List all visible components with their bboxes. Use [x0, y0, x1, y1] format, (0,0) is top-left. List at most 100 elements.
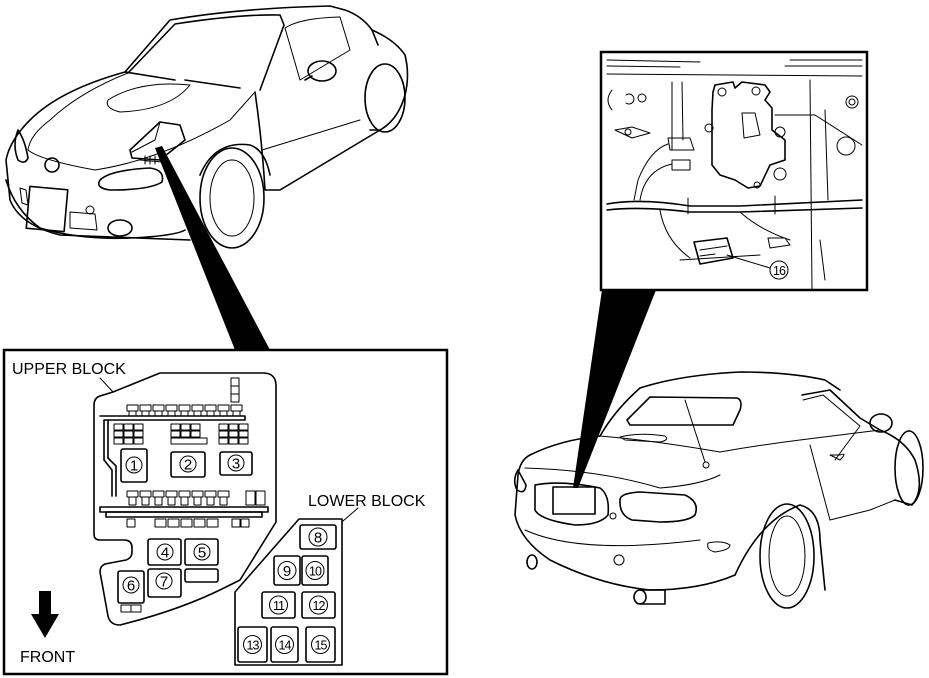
fuse-1: 1: [120, 448, 148, 483]
upper-block-label: UPPER BLOCK: [12, 361, 126, 378]
fuse-14: 14: [270, 626, 299, 663]
callout-1: 1: [130, 458, 138, 475]
lower-block-outline: [234, 518, 343, 666]
mini-fuse: [219, 496, 228, 506]
mini-fuse: [238, 430, 249, 438]
upper-block-outline: [93, 372, 277, 626]
mini-fuse: [113, 430, 124, 438]
callout-circle: [275, 635, 294, 654]
mini-fuse: [238, 437, 249, 445]
mini-fuse: [228, 430, 239, 438]
fuse-15: 15: [305, 626, 336, 663]
mini-fuse: [128, 496, 137, 506]
connector-16: [693, 237, 734, 265]
fuse-10: 10: [301, 555, 329, 586]
front-car-illustration: [5, 5, 409, 249]
mini-fuse: [240, 518, 250, 528]
mini-fuse: [133, 430, 144, 438]
mini-fuse: [255, 490, 266, 506]
front-direction: FRONT: [20, 591, 75, 666]
mini-fuse: [170, 430, 181, 438]
mini-fuse: [228, 437, 239, 445]
fuse-13-body: [237, 626, 268, 663]
mini-fuse: [113, 437, 124, 445]
mini-fuse: [180, 423, 191, 431]
callout-16: 16: [773, 264, 786, 278]
mini-fuse: [218, 423, 229, 431]
fuse-12: 12: [301, 591, 336, 619]
trunk-pointer: [573, 290, 656, 488]
mini-fuse: [113, 423, 124, 431]
mini-fuse: [180, 518, 193, 528]
fuse-8-body: [299, 524, 337, 550]
mini-fuse: [167, 496, 176, 506]
mini-fuse: [123, 430, 134, 438]
callout-14: 14: [279, 639, 292, 653]
mini-fuse: [154, 496, 163, 506]
lower-block-label: LOWER BLOCK: [308, 493, 426, 510]
mini-fuse: [238, 423, 249, 431]
callout-8: 8: [314, 530, 322, 547]
mini-fuse: [228, 423, 239, 431]
callout-circle: [277, 561, 297, 580]
fuse-14-body: [270, 626, 299, 663]
mini-fuse: [123, 423, 134, 431]
fuse-7: 7: [147, 568, 182, 598]
fuse-11-body: [261, 591, 296, 619]
front-label: FRONT: [20, 649, 75, 666]
mini-fuse: [154, 518, 167, 528]
rear-car-illustration: [513, 371, 924, 609]
mini-fuse: [167, 518, 180, 528]
mini-fuse: [231, 518, 241, 528]
fuse-9: 9: [273, 555, 301, 586]
upper-top-fuse-row: [126, 377, 243, 417]
fuse-blank: [184, 568, 219, 583]
callout-13: 13: [247, 639, 260, 653]
mini-fuse: [218, 437, 229, 445]
callout-7: 7: [160, 574, 168, 591]
mini-fuse: [133, 437, 144, 445]
mini-fuse: [133, 423, 144, 431]
mini-fuse: [193, 518, 206, 528]
mini-fuse: [190, 430, 201, 438]
fuse-12-body: [301, 591, 336, 619]
upper-lower-fuse-row: [126, 518, 250, 528]
mini-fuse: [180, 496, 189, 506]
fuse-10-body: [301, 555, 329, 586]
callout-11: 11: [273, 599, 285, 613]
fuse-9-body: [273, 555, 301, 586]
fuse-2: 2: [170, 451, 206, 478]
fuse-13: 13: [237, 626, 268, 663]
callout-circle: [305, 561, 325, 580]
callout-10: 10: [309, 565, 322, 579]
callout-12: 12: [313, 599, 326, 613]
mini-fuse: [218, 430, 229, 438]
mini-fuse: [180, 430, 191, 438]
mini-fuse: [193, 496, 202, 506]
mini-fuse: [206, 496, 215, 506]
trunk-detail-panel: [599, 50, 869, 292]
trunk-latch-illustration: 16: [606, 59, 863, 291]
callout-9: 9: [283, 563, 291, 580]
upper-middle-fuse-row: [126, 490, 266, 506]
callout-6: 6: [127, 578, 135, 595]
upper-block-pointer: [155, 146, 270, 350]
fuse-5: 5: [184, 538, 219, 566]
arrow-down-icon: [31, 591, 59, 638]
callout-circle: [308, 527, 328, 547]
mini-fuse: [170, 437, 208, 445]
callout-circle: [311, 635, 330, 654]
mini-fuse: [206, 518, 219, 528]
fuse-11: 11: [261, 591, 296, 619]
fuse-15-body: [305, 626, 336, 663]
callout-circle: [269, 595, 288, 615]
callout-circle: [243, 635, 262, 654]
mini-fuse: [126, 518, 136, 528]
mini-fuse: [141, 496, 150, 506]
fuse-3: 3: [219, 451, 253, 476]
mini-fuse: [190, 423, 201, 431]
callout-15: 15: [315, 639, 328, 653]
callout-5: 5: [198, 545, 206, 562]
upper-fuse-clusters: [113, 423, 249, 445]
